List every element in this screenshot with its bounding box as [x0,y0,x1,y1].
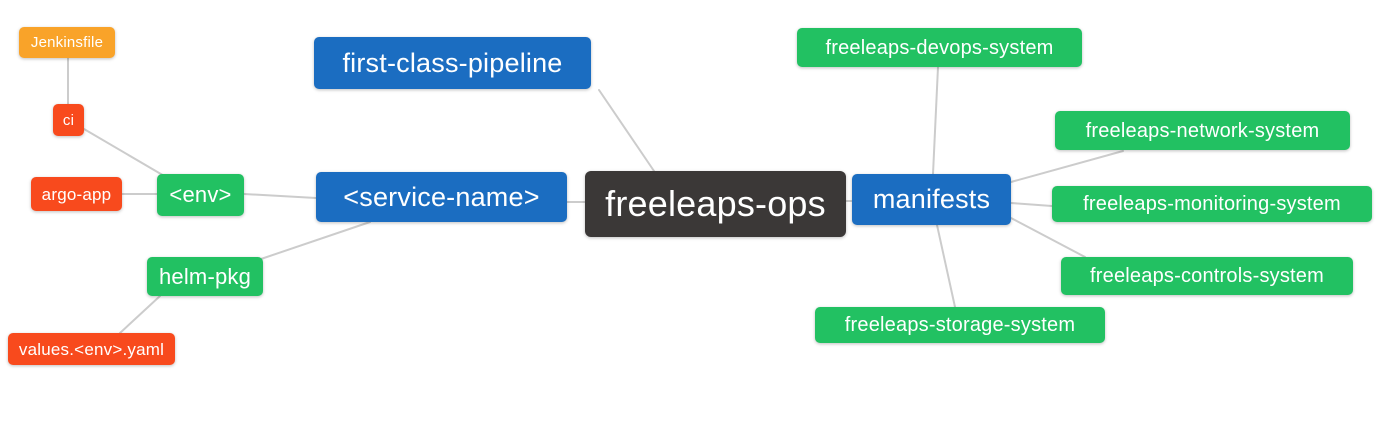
edge-service-name-helm-pkg [257,221,371,261]
node-manifests[interactable]: manifests [852,174,1011,225]
node-jenkinsfile[interactable]: Jenkinsfile [19,27,115,58]
edge-manifests-devops-system [932,66,939,175]
edge-helm-pkg-values-env-yaml [119,295,161,334]
node-first-class-pipeline[interactable]: first-class-pipeline [314,37,591,89]
node-env[interactable]: <env> [157,174,244,216]
node-ci[interactable]: ci [53,104,84,136]
edge-manifests-monitoring-system [1010,202,1053,207]
edge-ci-env [83,128,167,178]
edge-manifests-network-system [1010,150,1124,183]
node-freeleaps-ops-root[interactable]: freeleaps-ops [585,171,846,237]
node-helm-pkg[interactable]: helm-pkg [147,257,263,296]
node-freeleaps-storage-system[interactable]: freeleaps-storage-system [815,307,1105,343]
node-freeleaps-network-system[interactable]: freeleaps-network-system [1055,111,1350,150]
node-argo-app[interactable]: argo-app [31,177,122,211]
edge-manifests-storage-system [936,224,956,308]
node-service-name[interactable]: <service-name> [316,172,567,222]
node-freeleaps-controls-system[interactable]: freeleaps-controls-system [1061,257,1353,295]
node-freeleaps-monitoring-system[interactable]: freeleaps-monitoring-system [1052,186,1372,222]
edge-env-service-name [243,193,317,199]
node-freeleaps-devops-system[interactable]: freeleaps-devops-system [797,28,1082,67]
node-values-env-yaml[interactable]: values.<env>.yaml [8,333,175,365]
edge-manifests-controls-system [1010,217,1086,258]
edge-first-class-pipeline-freeleaps-ops [598,89,655,172]
